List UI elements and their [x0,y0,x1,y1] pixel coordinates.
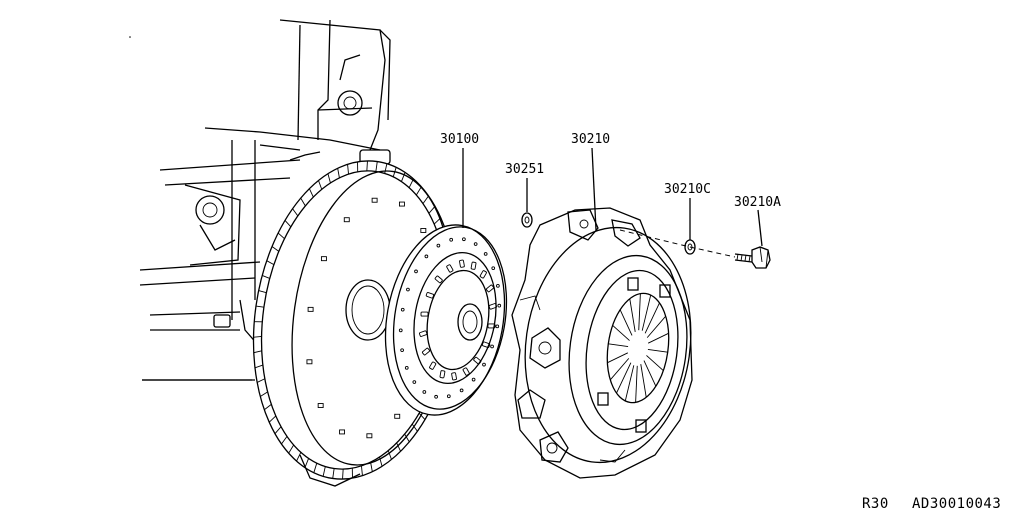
stray-dot [129,36,131,38]
label-bolt: 30210A [734,195,781,210]
label-clutch-disc: 30100 [440,132,479,147]
bolt [735,247,770,268]
label-washer: 30210C [664,182,711,197]
pressure-plate-cover [510,208,705,478]
section-code: R30 [862,496,889,512]
label-pressure-plate: 30210 [571,132,610,147]
pilot-bushing [522,213,532,227]
label-pilot-bushing: 30251 [505,162,544,177]
illustration-id: AD30010043 [912,496,1001,512]
